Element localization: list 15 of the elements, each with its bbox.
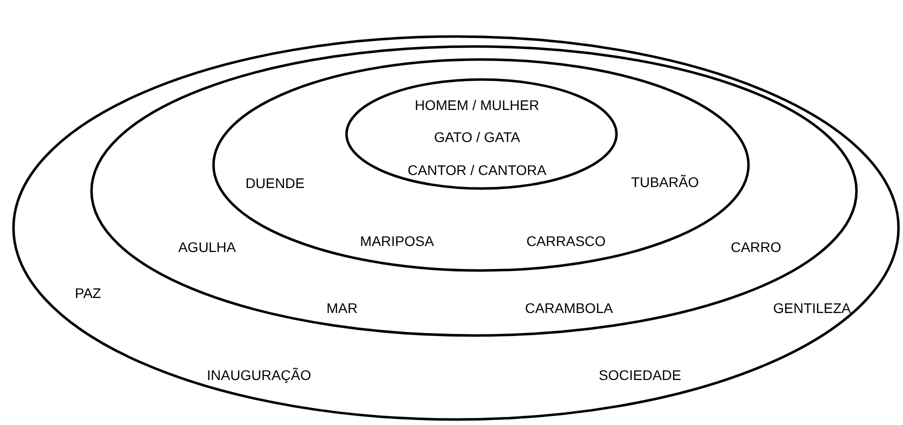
word-label: CARRO (730, 239, 782, 255)
word-label: GATO / GATA (434, 129, 520, 145)
word-label: DUENDE (245, 175, 305, 191)
word-label: TUBARÃO (631, 174, 699, 190)
word-label: HOMEM / MULHER (414, 97, 540, 113)
word-label: MAR (326, 300, 358, 316)
word-label: MARIPOSA (360, 233, 434, 249)
word-label: GENTILEZA (773, 300, 851, 316)
word-label: CANTOR / CANTORA (408, 162, 546, 178)
word-label: INAUGURAÇÃO (206, 367, 312, 383)
word-label: SOCIEDADE (598, 367, 682, 383)
word-label: AGULHA (178, 239, 236, 255)
word-label: CARRASCO (526, 233, 606, 249)
word-label: PAZ (74, 285, 102, 301)
word-label: CARAMBOLA (525, 300, 613, 316)
